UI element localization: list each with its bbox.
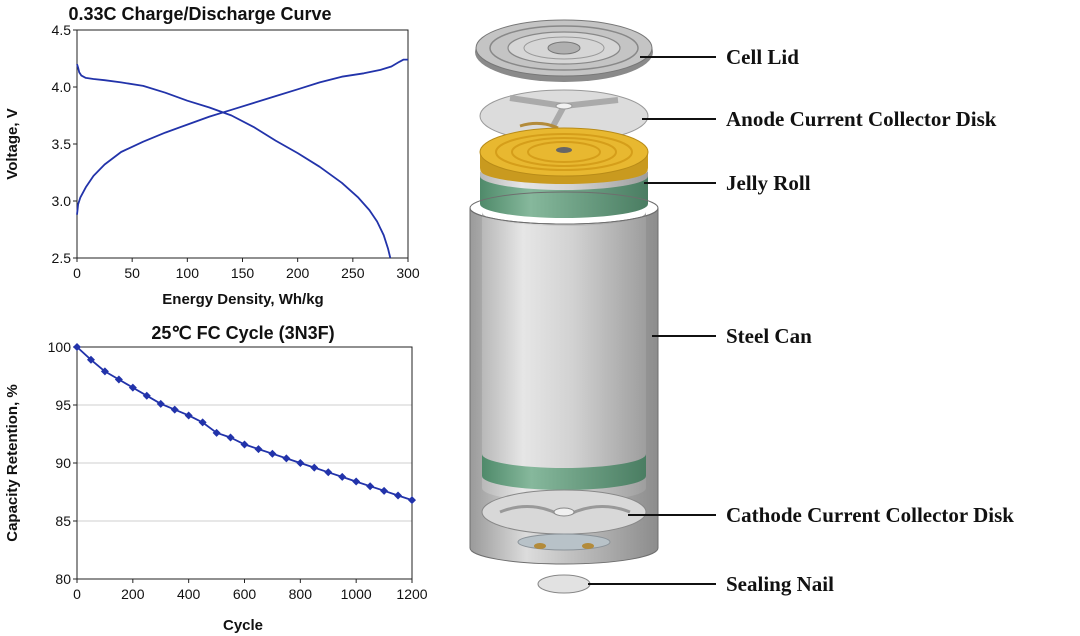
voltage-x-tick-label: 100 [176, 265, 200, 281]
capacity-data-point [338, 472, 347, 481]
capacity-data-point [352, 477, 361, 486]
label-anode-current-collector-disk: Anode Current Collector Disk [726, 107, 997, 131]
capacity-data-point [114, 375, 123, 384]
capacity-y-tick-label: 100 [48, 339, 72, 355]
voltage-y-tick-label: 2.5 [52, 250, 72, 266]
capacity-data-point [86, 355, 95, 364]
voltage-y-tick-label: 4.5 [52, 22, 72, 38]
charts-panel: 0.33C Charge/Discharge Curve 2.5 3.0 3.5 4.… [4, 4, 428, 634]
capacity-y-tick-label: 95 [55, 397, 71, 413]
voltage-x-tick-label: 200 [286, 265, 310, 281]
capacity-data-point [324, 468, 333, 477]
label-jelly-roll: Jelly Roll [726, 171, 811, 195]
battery-exploded-diagram: Cell Lid Anode Current Collector Disk Je… [469, 19, 1014, 596]
capacity-x-axis-label: Cycle [223, 617, 263, 634]
capacity-data-point [240, 440, 249, 449]
capacity-chart-title: 25℃ FC Cycle (3N3F) [151, 323, 334, 343]
capacity-lines [73, 343, 416, 505]
voltage-y-tick-label: 3.5 [52, 136, 72, 152]
voltage-chart: 0.33C Charge/Discharge Curve 2.5 3.0 3.5 4.… [4, 4, 420, 308]
label-cell-lid: Cell Lid [726, 45, 799, 69]
capacity-data-point [170, 405, 179, 414]
label-sealing-nail: Sealing Nail [726, 572, 834, 596]
leader-lines [588, 56, 716, 585]
voltage-x-ticks: 0 50 100 150 200 250 300 [73, 258, 420, 281]
voltage-y-axis-label: Voltage, V [4, 108, 21, 179]
voltage-x-tick-label: 50 [124, 265, 140, 281]
sealing-nail [537, 574, 591, 594]
capacity-series-line-1 [76, 346, 413, 501]
capacity-data-point [156, 399, 165, 408]
capacity-data-point [128, 383, 137, 392]
capacity-data-point [254, 445, 263, 454]
capacity-gridlines [77, 404, 412, 522]
capacity-x-tick-label: 200 [121, 586, 145, 602]
label-steel-can: Steel Can [726, 324, 812, 348]
voltage-plot-frame [76, 29, 409, 259]
voltage-lines [76, 58, 408, 259]
anode-current-collector-disk [479, 89, 649, 143]
capacity-data-point [100, 367, 109, 376]
capacity-x-tick-label: 800 [289, 586, 313, 602]
capacity-data-point [296, 459, 305, 467]
voltage-x-axis-label: Energy Density, Wh/kg [162, 291, 323, 308]
cathode-current-collector-disk [481, 489, 647, 551]
voltage-y-tick-label: 4.0 [52, 79, 72, 95]
voltage-series-line-2 [76, 58, 408, 215]
capacity-data-point [226, 433, 235, 442]
capacity-y-axis-label: Capacity Retention, % [4, 384, 21, 542]
capacity-data-point [408, 496, 416, 505]
voltage-x-tick-label: 0 [73, 265, 81, 281]
capacity-y-tick-label: 85 [55, 513, 71, 529]
label-cathode-current-collector-disk: Cathode Current Collector Disk [726, 503, 1014, 527]
capacity-data-point [142, 391, 151, 400]
capacity-data-point [268, 449, 277, 458]
jelly-roll-top [479, 127, 649, 192]
voltage-series-line-1 [76, 63, 392, 259]
capacity-y-tick-label: 80 [55, 571, 71, 587]
capacity-x-tick-label: 600 [233, 586, 257, 602]
capacity-x-tick-label: 1200 [396, 586, 427, 602]
capacity-data-point [73, 343, 81, 351]
capacity-data-point [394, 491, 403, 500]
capacity-data-point [212, 428, 221, 437]
capacity-y-tick-label: 90 [55, 455, 71, 471]
capacity-x-ticks: 0 200 400 600 800 1000 1200 [73, 579, 428, 602]
capacity-x-tick-label: 1000 [341, 586, 372, 602]
voltage-chart-title: 0.33C Charge/Discharge Curve [68, 4, 331, 24]
capacity-data-point [310, 463, 319, 472]
capacity-x-tick-label: 0 [73, 586, 81, 602]
capacity-x-tick-label: 400 [177, 586, 201, 602]
capacity-chart: 25℃ FC Cycle (3N3F) 80 85 90 95 100 0 200 400 6… [4, 323, 428, 634]
capacity-data-point [184, 411, 193, 420]
voltage-x-tick-label: 250 [341, 265, 365, 281]
voltage-y-tick-label: 3.0 [52, 193, 72, 209]
voltage-x-tick-label: 150 [231, 265, 255, 281]
capacity-data-point [380, 486, 389, 495]
capacity-data-point [282, 454, 291, 463]
capacity-data-point [198, 418, 207, 427]
steel-can [469, 191, 659, 565]
voltage-y-ticks: 2.5 3.0 3.5 4.0 4.5 [52, 22, 77, 266]
voltage-x-tick-label: 300 [396, 265, 420, 281]
capacity-data-point [366, 482, 375, 491]
cell-lid [475, 19, 653, 82]
capacity-y-ticks: 80 85 90 95 100 [48, 339, 77, 587]
